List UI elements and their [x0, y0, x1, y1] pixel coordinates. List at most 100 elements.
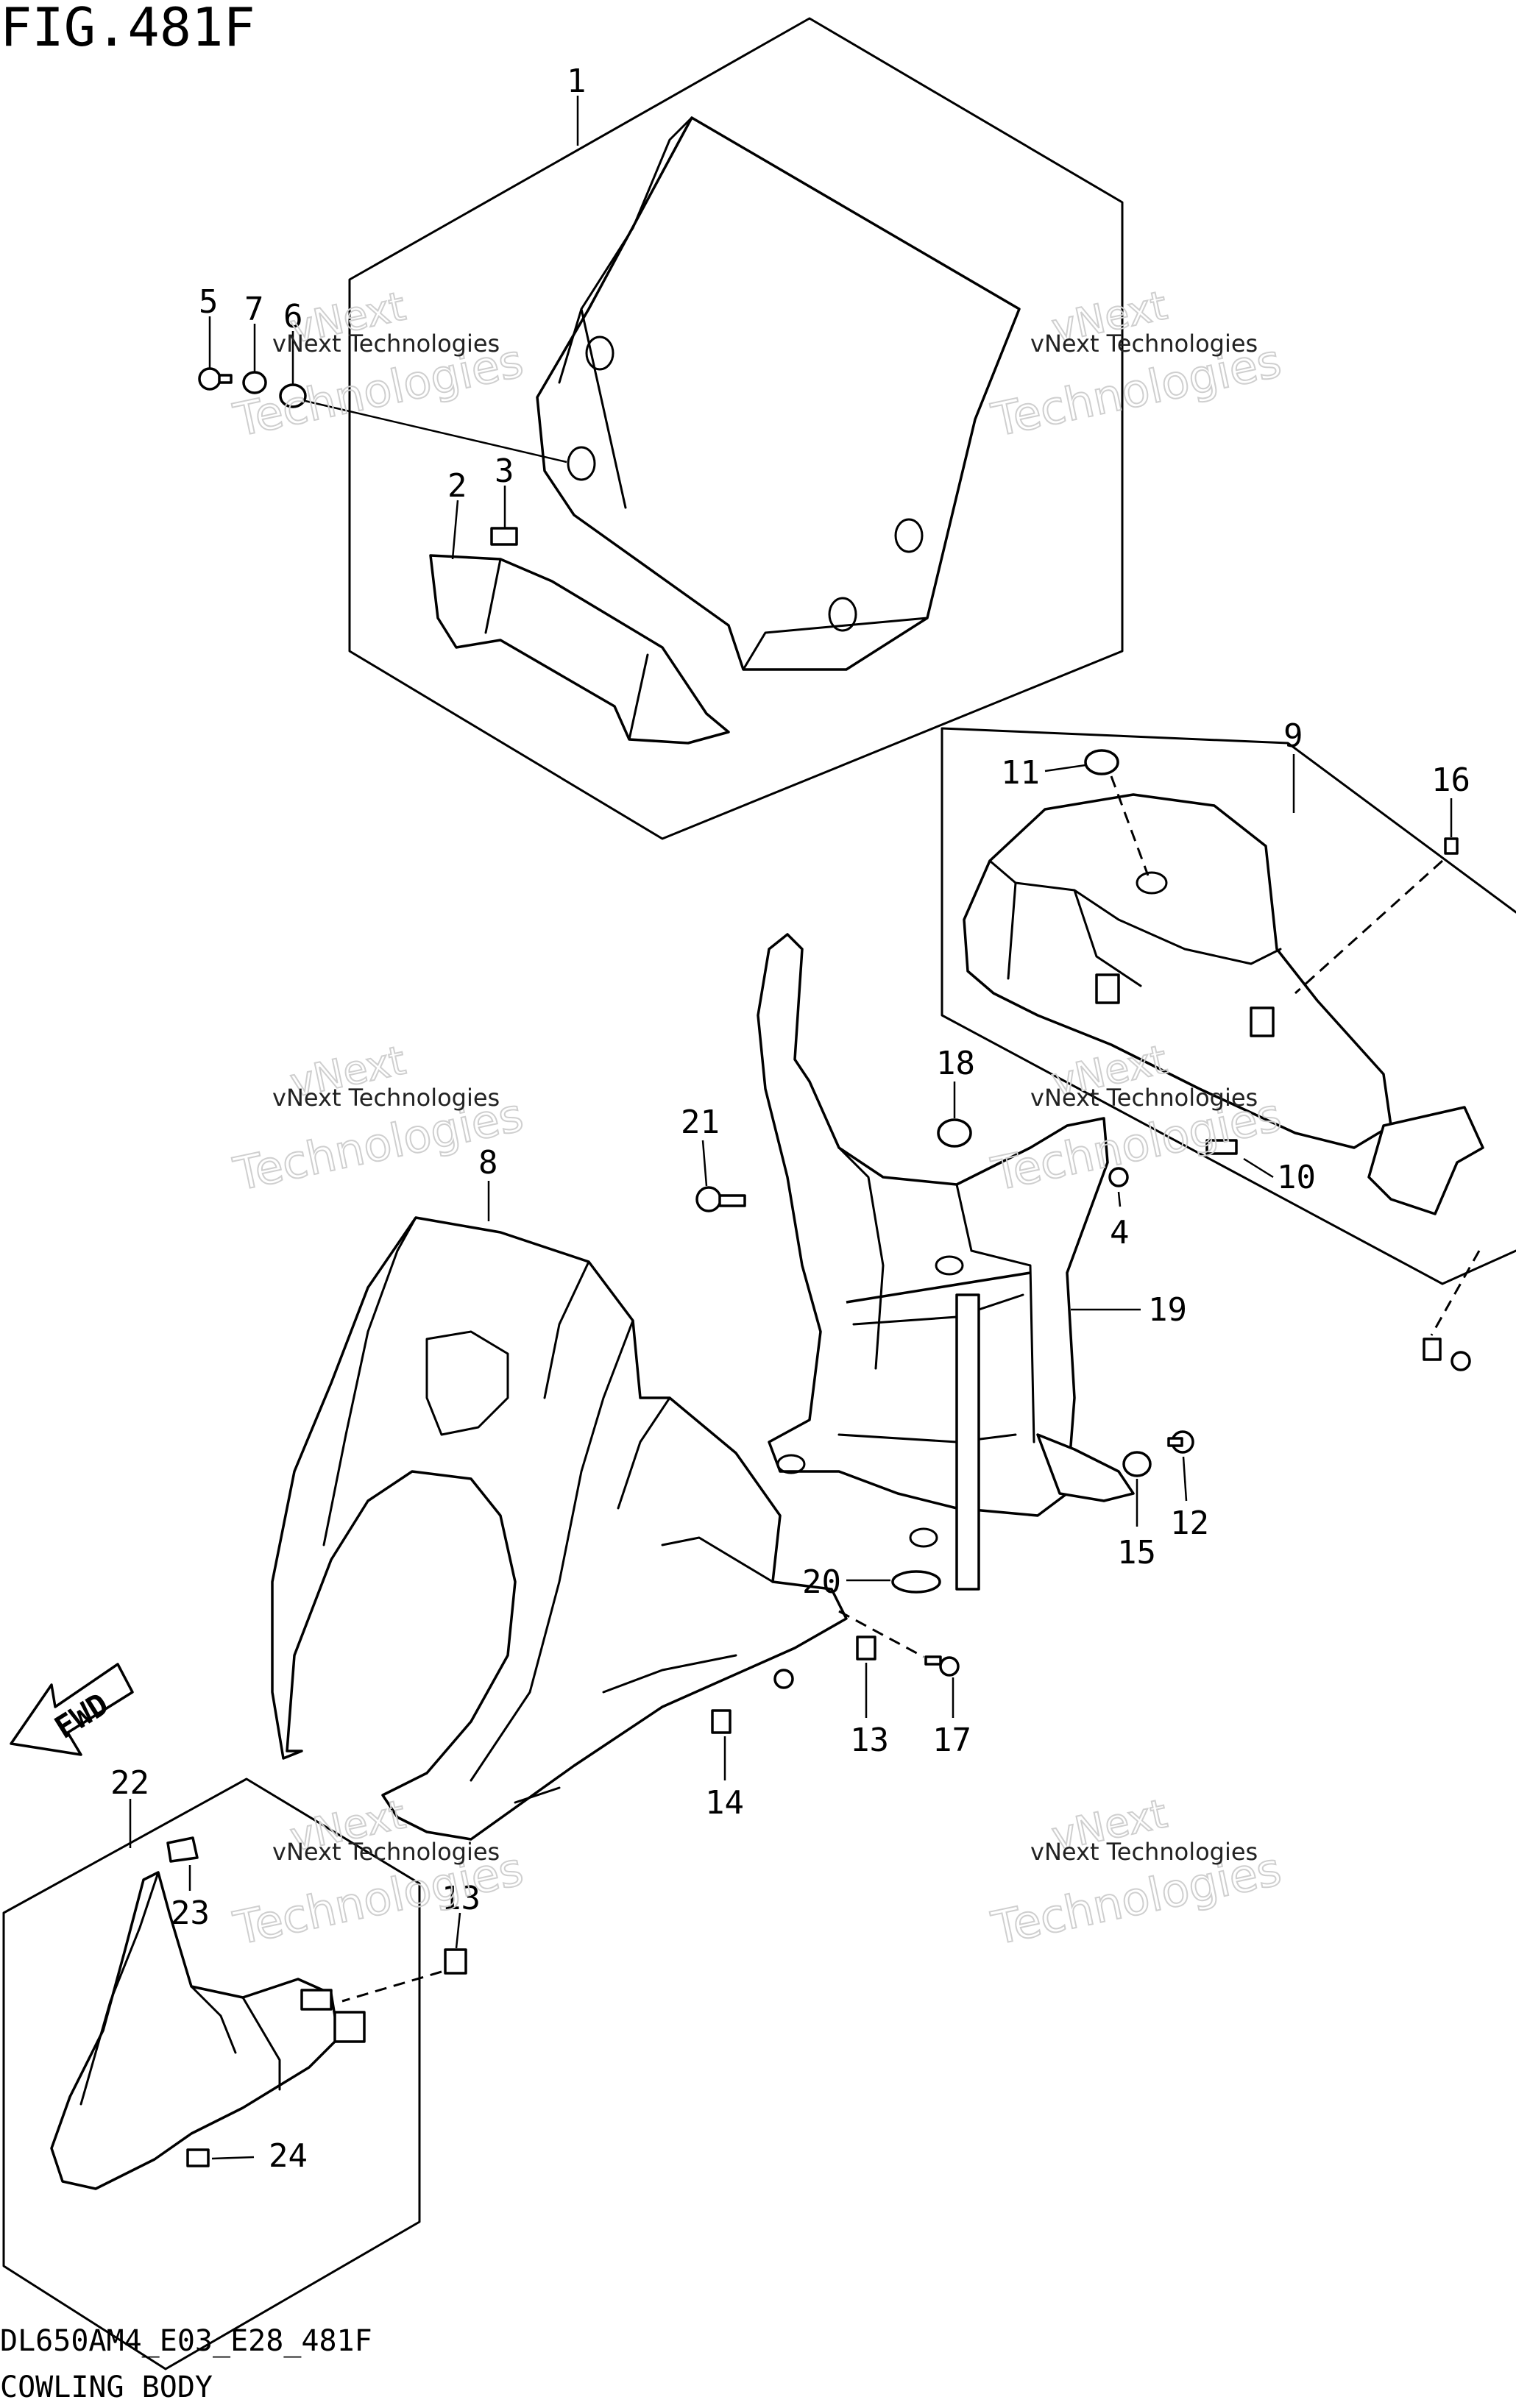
screw-part	[773, 1669, 794, 1689]
callout-18: 18	[936, 1045, 975, 1082]
meter-boss	[1095, 973, 1120, 1004]
callout-9: 9	[1283, 717, 1303, 755]
grommet-part	[279, 383, 307, 408]
brace-hole	[909, 1527, 938, 1548]
callout-17: 17	[932, 1722, 971, 1759]
watermark-text: vNext Technologies	[1030, 1084, 1258, 1112]
assembly-line	[1110, 775, 1150, 876]
group-cowling-body	[271, 1181, 960, 1841]
clip-part	[1423, 1338, 1442, 1361]
damper-part	[937, 1118, 972, 1148]
forward-arrow-icon: FWD	[10, 1663, 134, 1756]
callout-20: 20	[802, 1563, 841, 1601]
callout-22: 22	[110, 1764, 149, 1802]
assembly-line	[1294, 859, 1444, 995]
grommet-part	[1122, 1451, 1152, 1477]
callout-23: 23	[171, 1894, 210, 1932]
nut-part	[186, 2148, 210, 2167]
under-cowl-inner	[79, 1871, 281, 2106]
meter-cover-part	[963, 793, 1392, 1149]
callout-7: 7	[244, 291, 264, 328]
assembly-line	[1430, 1250, 1481, 1336]
callout-2: 2	[447, 467, 467, 505]
screw-part	[939, 1656, 960, 1677]
clip-part	[856, 1635, 876, 1661]
grommet-part	[1084, 749, 1119, 775]
callout-24: 24	[269, 2137, 308, 2175]
leader-line	[1243, 1157, 1274, 1179]
callout-11: 11	[1001, 754, 1040, 792]
cowling-body-part	[271, 1216, 848, 1841]
group-frame-under-cowl	[2, 1777, 421, 2370]
leader-line	[455, 1912, 461, 1949]
callout-3: 3	[495, 452, 514, 490]
bolt-part	[695, 1186, 722, 1212]
group-cowling-brace	[695, 933, 1194, 1594]
windscreen-part	[536, 116, 1021, 671]
windscreen-inner-edge	[558, 116, 929, 671]
brace-inner	[837, 1146, 1035, 1443]
callout-13: 13	[850, 1722, 889, 1759]
group-under-cowl	[2, 1777, 467, 2370]
screw-part	[1451, 1351, 1471, 1371]
callout-12: 12	[1170, 1505, 1209, 1542]
windscreen-hole	[894, 518, 924, 553]
watermark-top-left: vNext Technologies vNext Technologies	[228, 282, 528, 447]
group-frame-meter-cover	[941, 727, 1516, 1285]
watermark-text: vNext Technologies	[272, 1838, 500, 1866]
callout-13: 13	[442, 1880, 481, 1917]
assembly-line	[838, 1610, 924, 1658]
screw-shank	[1167, 1437, 1183, 1447]
sticker-part	[1205, 1139, 1238, 1155]
screw-part	[1444, 837, 1459, 855]
assembly-line	[341, 1970, 442, 2003]
callout-10: 10	[1277, 1159, 1316, 1196]
callout-16: 16	[1431, 761, 1470, 799]
watermark-bottom-right: vNext Technologies vNext Technologies	[986, 1789, 1286, 1956]
screw-shank	[924, 1655, 942, 1666]
under-cowl-mount	[300, 1989, 333, 2011]
callout-19: 19	[1148, 1291, 1187, 1329]
model-code: DL650AM4_E03_E28_481F	[0, 2324, 372, 2358]
callout-15: 15	[1117, 1534, 1156, 1571]
brace-tab	[1036, 1433, 1135, 1502]
assembly-line	[305, 399, 567, 464]
group-meter-cover	[941, 727, 1516, 1371]
screw-shank	[218, 374, 233, 384]
figure-title: FIG.481F	[0, 0, 255, 58]
meter-bracket-part	[1367, 1106, 1484, 1215]
clip-part	[444, 1948, 467, 1975]
cowling-inner-edge	[322, 1216, 671, 1782]
callout-1: 1	[567, 63, 587, 100]
callout-8: 8	[478, 1144, 498, 1182]
leader-line	[1117, 1191, 1122, 1207]
watermark-text: vNext Technologies	[1030, 330, 1258, 358]
leader-line	[211, 2156, 255, 2160]
brace-hole	[935, 1255, 964, 1276]
leader-line	[451, 500, 459, 560]
sticker-part	[490, 527, 518, 546]
callout-numbers: 1 5 7 6 2 3 9 11 16 18 21 8 10 4 19 12 1…	[110, 63, 1470, 2175]
cowling-side-panel	[514, 1536, 774, 1804]
leader-line	[701, 1140, 708, 1187]
brace-hole	[776, 1454, 806, 1474]
windscreen-hole	[567, 446, 596, 481]
brace-rod	[955, 1293, 980, 1591]
brace-crossbar	[846, 1271, 1031, 1304]
watermark-text: vNext Technologies	[272, 330, 500, 358]
windscreen-hole	[828, 597, 857, 632]
spoiler-fold	[484, 558, 649, 741]
leader-line	[1044, 764, 1086, 773]
callout-5: 5	[199, 283, 219, 321]
cushion-part	[891, 1570, 941, 1594]
watermark-text: vNext Technologies	[272, 1084, 500, 1112]
bolt-shank	[718, 1194, 746, 1207]
clip-part	[711, 1709, 732, 1734]
spoiler-part	[429, 554, 730, 745]
sticker-part	[166, 1836, 199, 1863]
washer-part	[242, 371, 267, 394]
brace-part	[757, 933, 1109, 1517]
meter-mount-hole	[1136, 871, 1168, 895]
callout-14: 14	[705, 1784, 744, 1822]
